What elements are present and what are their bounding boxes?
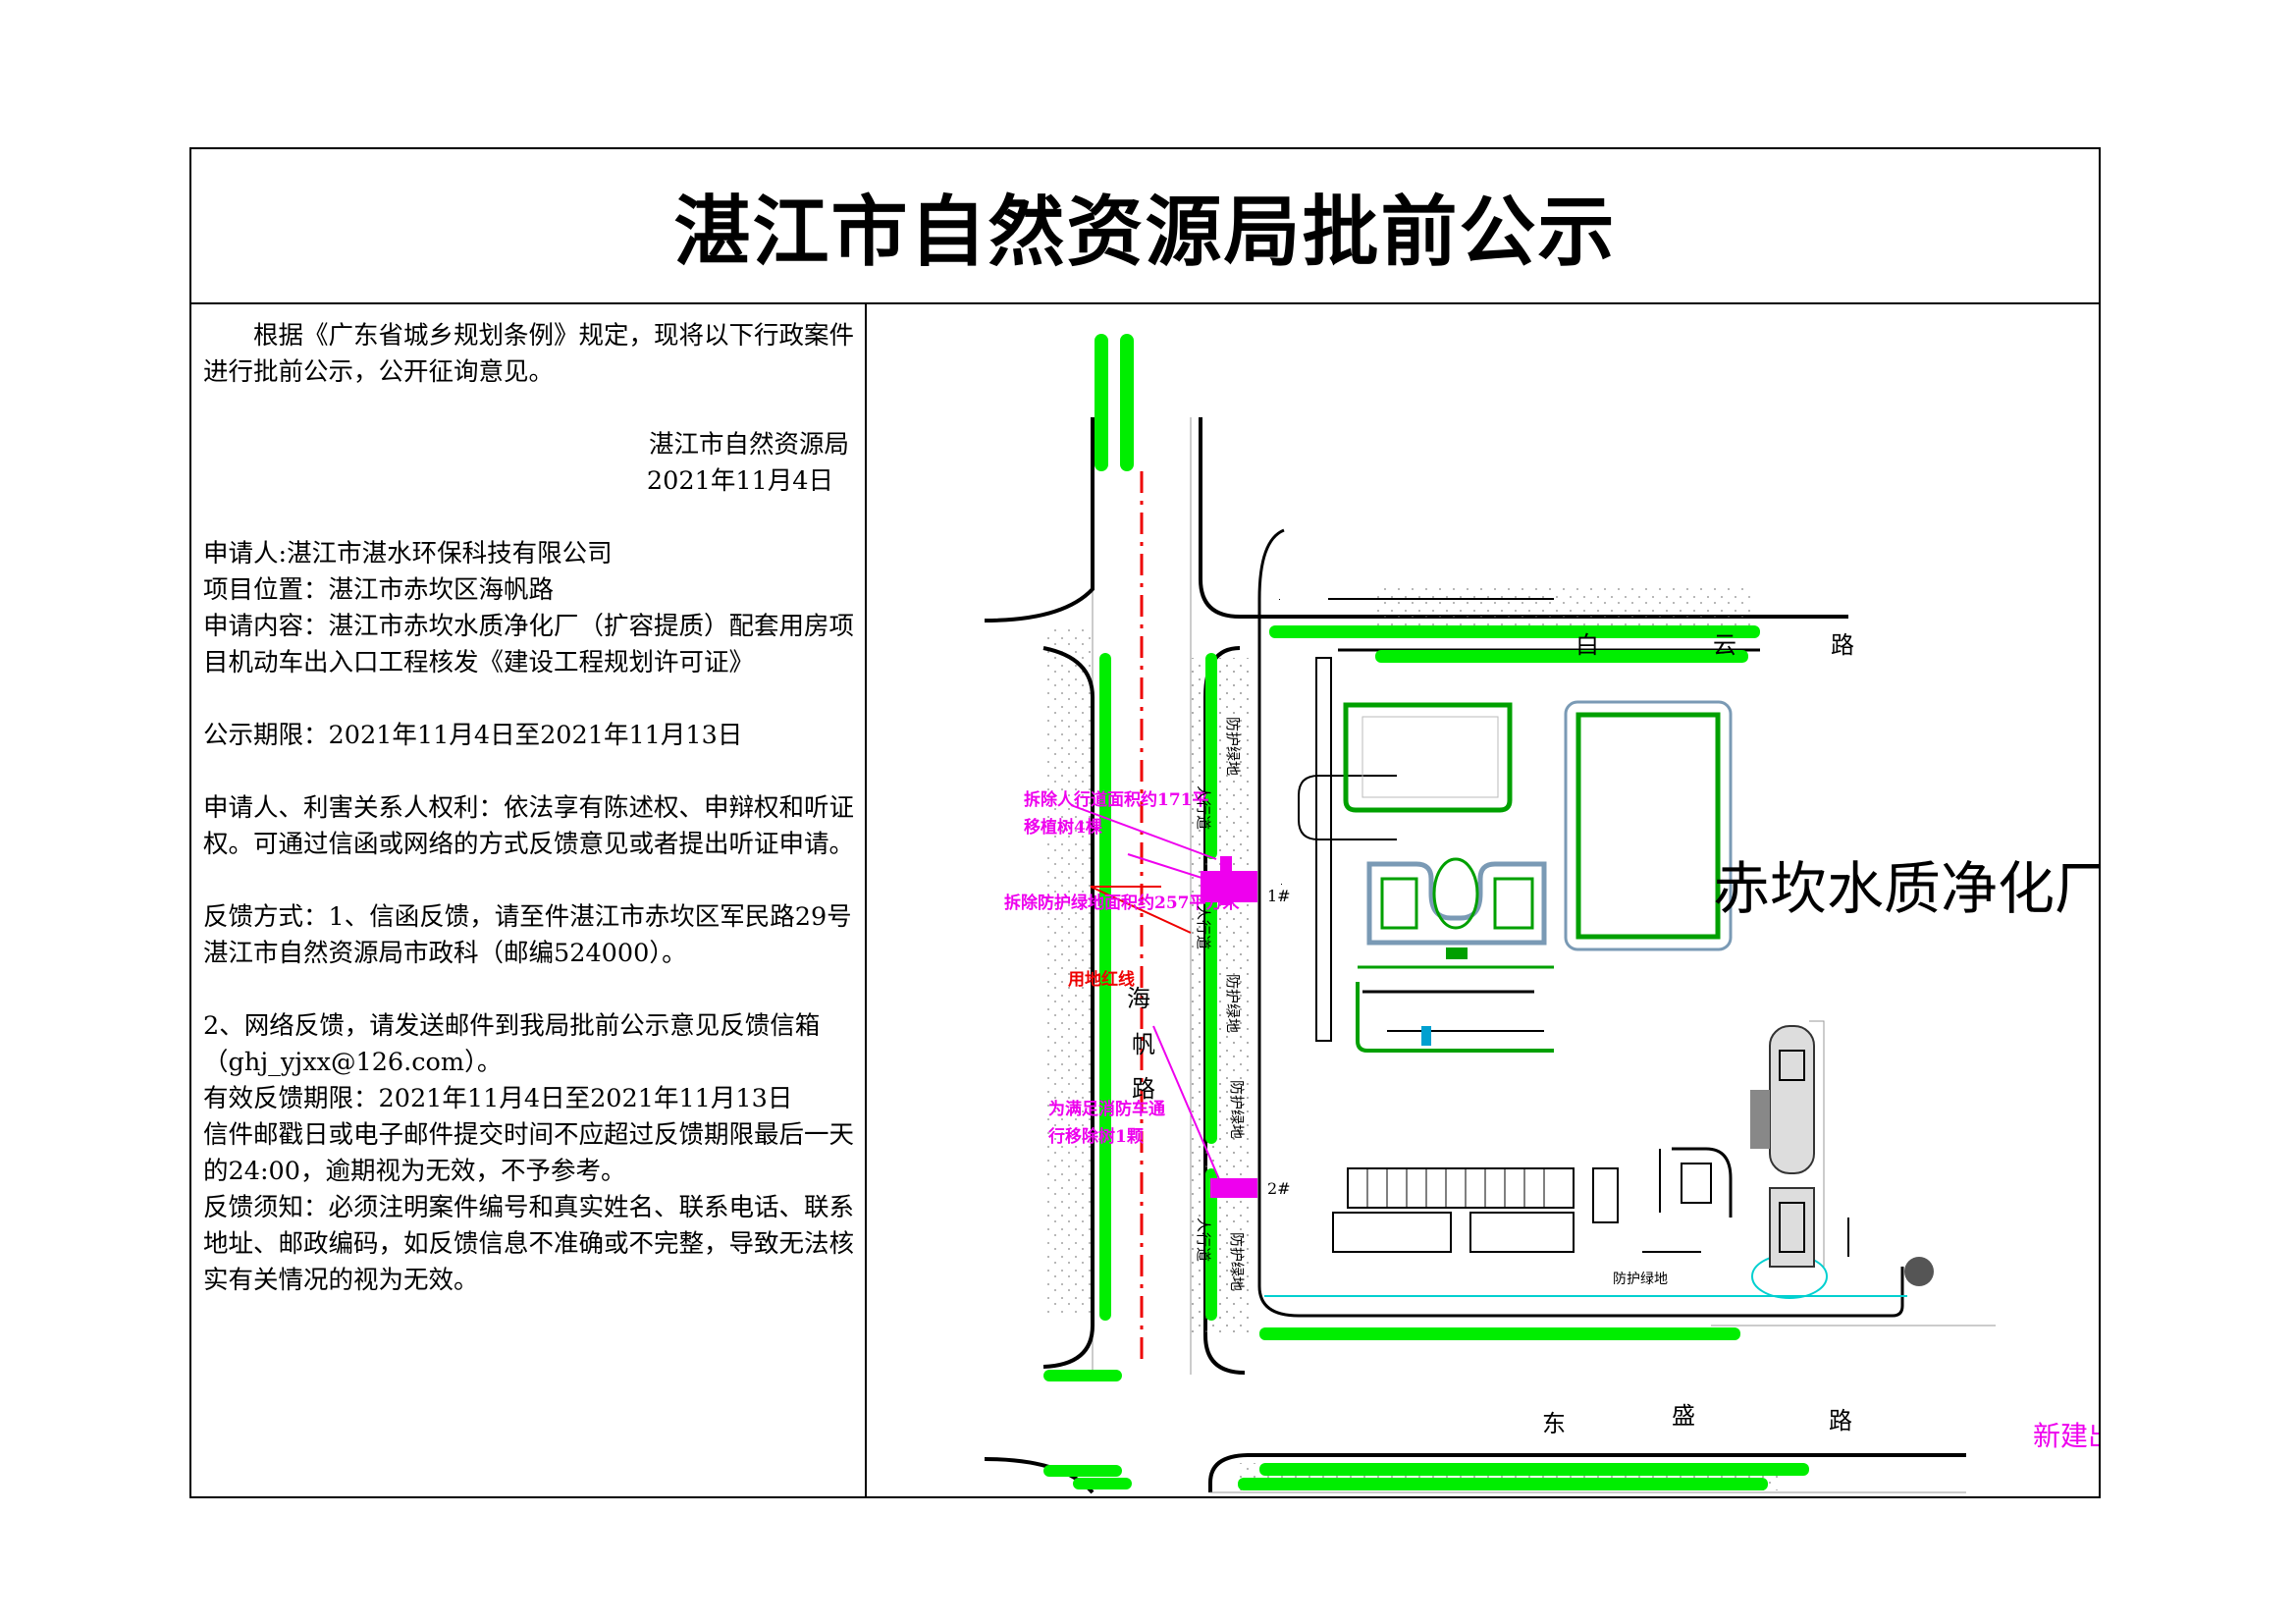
new-entrances: 1# 2# — [1201, 856, 1291, 1198]
postmark-note: 信件邮戳日或电子邮件提交时间不应超过反馈期限最后一天的24:00，逾期视为无效，… — [203, 1120, 855, 1186]
publicity-period: 公示期限：2021年11月4日至2021年11月13日 — [203, 721, 743, 750]
site-plan-column: 1# 2# 拆除人行道面积约171平 移植树4棵 拆除防护绿地面积约257平方米… — [867, 304, 2099, 1498]
annotation-redline: 用地红线 — [1068, 969, 1135, 990]
project-location: 项目位置：湛江市赤坎区海帆路 — [203, 575, 555, 605]
entrance-label-2: 2# — [1267, 1179, 1291, 1198]
tree-row — [1043, 1465, 1122, 1477]
dongsheng-road-char-1: 东 — [1542, 1410, 1566, 1437]
page-title: 湛江市自然资源局批前公示 — [673, 189, 1617, 277]
feedback-notice: 反馈须知：必须注明案件编号和真实姓名、联系电话、联系地址、邮政编码，如反馈信息不… — [203, 1193, 855, 1295]
haifan-road-char-2: 帆 — [1132, 1031, 1155, 1058]
haifan-road — [984, 417, 1192, 1494]
tree-row — [1259, 1327, 1740, 1340]
green-belt-label: 防护绿地 — [1613, 1272, 1668, 1287]
title-row: 湛江市自然资源局批前公示 — [191, 149, 2099, 304]
site-plan-map: 1# 2# 拆除人行道面积约171平 移植树4棵 拆除防护绿地面积约257平方米… — [984, 334, 2099, 1494]
issuer: 湛江市自然资源局 — [648, 430, 849, 460]
entrance-2 — [1210, 1178, 1257, 1198]
annotation-fire-1: 为满足消防车通 — [1048, 1099, 1165, 1119]
sidewalk-label: 人行道 — [1195, 905, 1212, 949]
zone-labels: 防护绿地 防护绿地 防护绿地 防护绿地 人行道 人行道 人行道 防护绿地 — [1195, 717, 1668, 1291]
green-belt-label: 防护绿地 — [1224, 974, 1242, 1033]
haifan-road-char-3: 路 — [1132, 1075, 1155, 1103]
valid-feedback-period: 有效反馈期限：2021年11月4日至2021年11月13日 — [203, 1084, 793, 1113]
tree-row — [1205, 1168, 1217, 1321]
green-belt-label: 防护绿地 — [1224, 717, 1242, 776]
annotations: 拆除人行道面积约171平 移植树4棵 拆除防护绿地面积约257平方米 用地红线 … — [1004, 789, 1240, 1194]
road-names: 白 云 路 东 盛 路 海 帆 路 — [1127, 631, 1854, 1437]
annotation-sidewalk-1: 拆除人行道面积约171平 — [1024, 789, 1209, 810]
notice-frame: 湛江市自然资源局批前公示 根据《广东省城乡规划条例》规定，现将以下行政案件进行批… — [189, 147, 2101, 1498]
feedback-letter: 反馈方式：1、信函反馈，请至件湛江市赤坎区军民路29号湛江市自然资源局市政科（邮… — [203, 902, 852, 968]
applicant: 申请人:湛江市湛水环保科技有限公司 — [203, 539, 613, 568]
entrance-label-1: 1# — [1267, 887, 1291, 905]
tree-row — [1375, 650, 1748, 663]
tree-row — [1095, 334, 1108, 471]
dongsheng-road-char-3: 路 — [1829, 1407, 1852, 1435]
annotation-fire-2: 行移除树1颗 — [1047, 1126, 1144, 1147]
tree-row — [1205, 884, 1217, 1144]
application-content: 申请内容：湛江市赤坎水质净化厂（扩容提质）配套用房项目机动车出入口工程核发《建设… — [203, 612, 855, 677]
baiyun-road-char-2: 云 — [1713, 631, 1736, 659]
plant-name: 赤坎水质净化厂 — [1713, 855, 2099, 922]
tree-row — [1205, 653, 1217, 859]
tree-row — [1238, 1478, 1768, 1490]
applicant-rights: 申请人、利害关系人权利：依法享有陈述权、申辩权和听证权。可通过信函或网络的方式反… — [203, 793, 855, 859]
baiyun-road-char-3: 路 — [1831, 631, 1854, 659]
tree-row — [1073, 1478, 1132, 1489]
annotation-sidewalk-2: 移植树4棵 — [1024, 817, 1102, 838]
baiyun-road-char-1: 白 — [1575, 631, 1599, 659]
baiyun-road — [1191, 417, 1848, 1375]
sidewalk-label: 人行道 — [1195, 1218, 1212, 1262]
tree-row — [1269, 625, 1760, 638]
intro-text: 根据《广东省城乡规划条例》规定，现将以下行政案件进行批前公示，公开征询意见。 — [203, 321, 855, 387]
notice-text-column: 根据《广东省城乡规划条例》规定，现将以下行政案件进行批前公示，公开征询意见。 湛… — [191, 304, 867, 1498]
annotation-green-area: 拆除防护绿地面积约257平方米 — [1004, 893, 1240, 913]
issue-date: 2021年11月4日 — [646, 466, 833, 496]
tree-row — [1259, 1463, 1809, 1476]
dongsheng-road-char-2: 盛 — [1672, 1402, 1695, 1430]
plant-site — [1257, 528, 1996, 1326]
feedback-email: 2、网络反馈，请发送邮件到我局批前公示意见反馈信箱（ghj_yjxx@126.c… — [203, 1011, 821, 1077]
haifan-road-char-1: 海 — [1127, 985, 1150, 1012]
tree-row — [1120, 334, 1134, 471]
green-belt-label: 防护绿地 — [1228, 1080, 1246, 1139]
tree-row — [1043, 1370, 1122, 1381]
plant-buildings — [1279, 599, 1849, 1268]
legend-label: 新建出入口: — [2033, 1420, 2099, 1452]
green-belt-label: 防护绿地 — [1228, 1232, 1246, 1291]
sidewalk-label: 人行道 — [1195, 785, 1212, 830]
